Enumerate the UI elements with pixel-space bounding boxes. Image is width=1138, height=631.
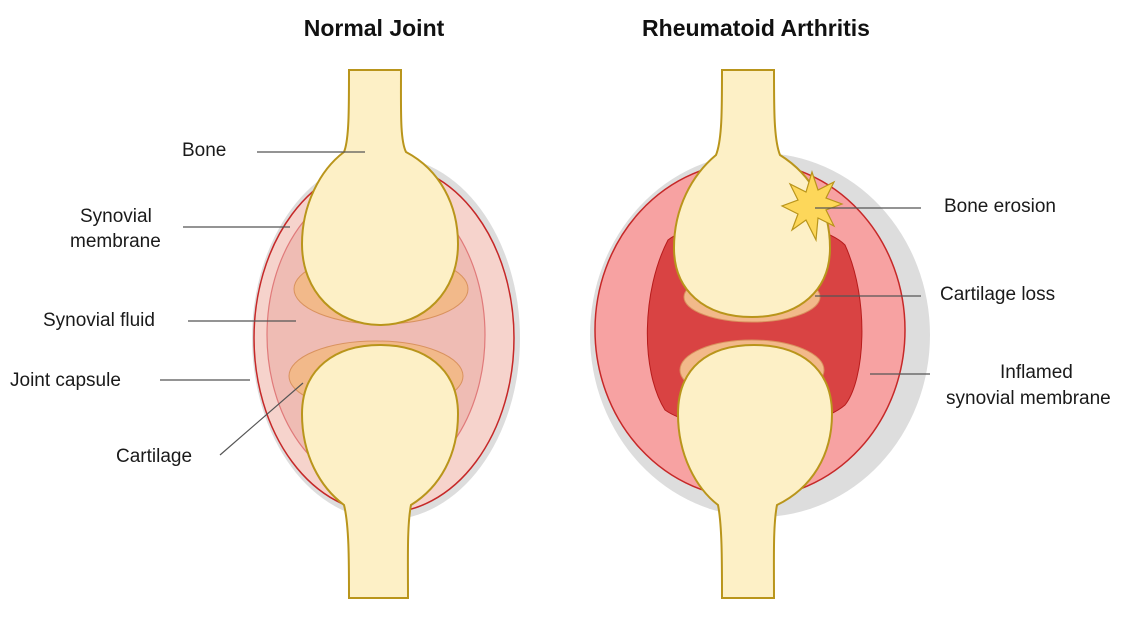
label-bone: Bone (182, 140, 226, 161)
label-bone-erosion: Bone erosion (944, 196, 1056, 217)
label-cartilage-loss: Cartilage loss (940, 284, 1055, 305)
label-synovial-fluid: Synovial fluid (43, 310, 155, 331)
normal-upper-bone (302, 70, 458, 325)
label-synovial-membrane-1: Synovial (80, 206, 152, 227)
label-inflamed-2: synovial membrane (946, 388, 1111, 409)
normal-joint-title: Normal Joint (304, 15, 445, 41)
label-joint-capsule: Joint capsule (10, 370, 121, 391)
label-inflamed-1: Inflamed (1000, 362, 1073, 383)
normal-joint-panel (252, 70, 520, 598)
label-cartilage: Cartilage (116, 446, 192, 467)
label-synovial-membrane-2: membrane (70, 231, 161, 252)
normal-lower-bone (302, 345, 458, 598)
ra-joint-panel (590, 70, 930, 598)
ra-title: Rheumatoid Arthritis (642, 15, 870, 41)
ra-lower-bone (678, 345, 832, 598)
